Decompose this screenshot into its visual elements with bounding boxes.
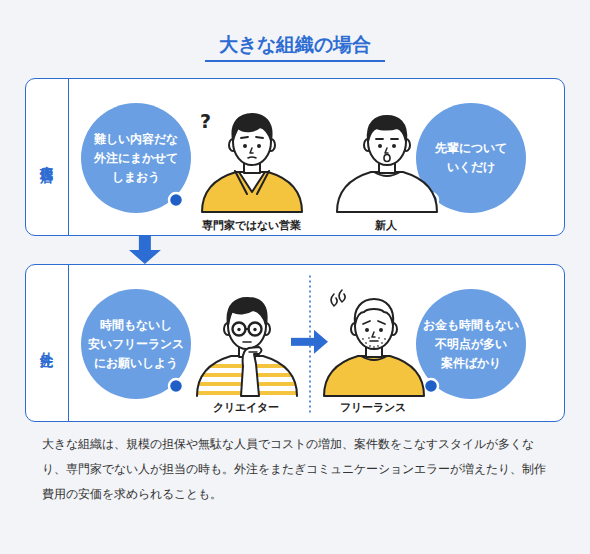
bubble-circle bbox=[81, 289, 191, 399]
speech-bubble: 先輩について いくだけ bbox=[416, 103, 526, 213]
page-title: 大きな組織の場合 bbox=[0, 30, 590, 58]
bubble-circle bbox=[416, 103, 526, 213]
bubble-circle bbox=[81, 103, 191, 213]
flow-arrow bbox=[291, 338, 314, 346]
person-label: 専門家ではない営業 bbox=[202, 219, 301, 233]
title-underline bbox=[205, 60, 385, 62]
person-figure: 専門家ではない営業 bbox=[196, 109, 306, 233]
person-figure: クリエイター bbox=[201, 291, 291, 415]
band-label-column: 広告代理店 bbox=[26, 79, 69, 235]
flow-arrow bbox=[139, 236, 151, 250]
bubble-circle bbox=[416, 289, 526, 399]
caption-text: 大きな組織は、規模の担保や無駄な人員でコストの増加、案件数をこなすスタイルが多く… bbox=[42, 432, 548, 507]
speech-bubble: お金も時間もない 不明点が多い 案件ばかり bbox=[416, 289, 526, 399]
person-label: フリーランス bbox=[340, 401, 406, 415]
person-label: 新人 bbox=[375, 219, 397, 233]
question-mark: ? bbox=[200, 112, 211, 131]
bubble-shape bbox=[416, 103, 526, 213]
person-label: クリエイター bbox=[213, 401, 279, 415]
bubble-text: お金も時間もない 不明点が多い 案件ばかり bbox=[419, 316, 523, 373]
organization-band: 広告代理店 難しい内容だな 外注にまかせて しまおう専門家ではない営業 新人 先輩につ… bbox=[25, 78, 565, 236]
bubble-text: 難しい内容だな 外注にまかせて しまおう bbox=[84, 130, 188, 187]
band-label: 外注先 bbox=[39, 342, 55, 345]
band-label: 広告代理店 bbox=[39, 155, 55, 160]
person-figure: フリーランス bbox=[328, 291, 418, 415]
bubble-text: 先輩について いくだけ bbox=[419, 139, 523, 177]
bubble-text: 時間もないし 安いフリーランス にお願いしよう bbox=[84, 316, 188, 373]
organization-band: 外注先 時間もないし 安いフリーランス にお願いしようクリエイター フリーランス お金… bbox=[25, 264, 565, 422]
speech-bubble: 時間もないし 安いフリーランス にお願いしよう bbox=[81, 289, 191, 399]
band-label-column: 外注先 bbox=[26, 265, 69, 421]
speech-bubble: 難しい内容だな 外注にまかせて しまおう bbox=[81, 103, 191, 213]
